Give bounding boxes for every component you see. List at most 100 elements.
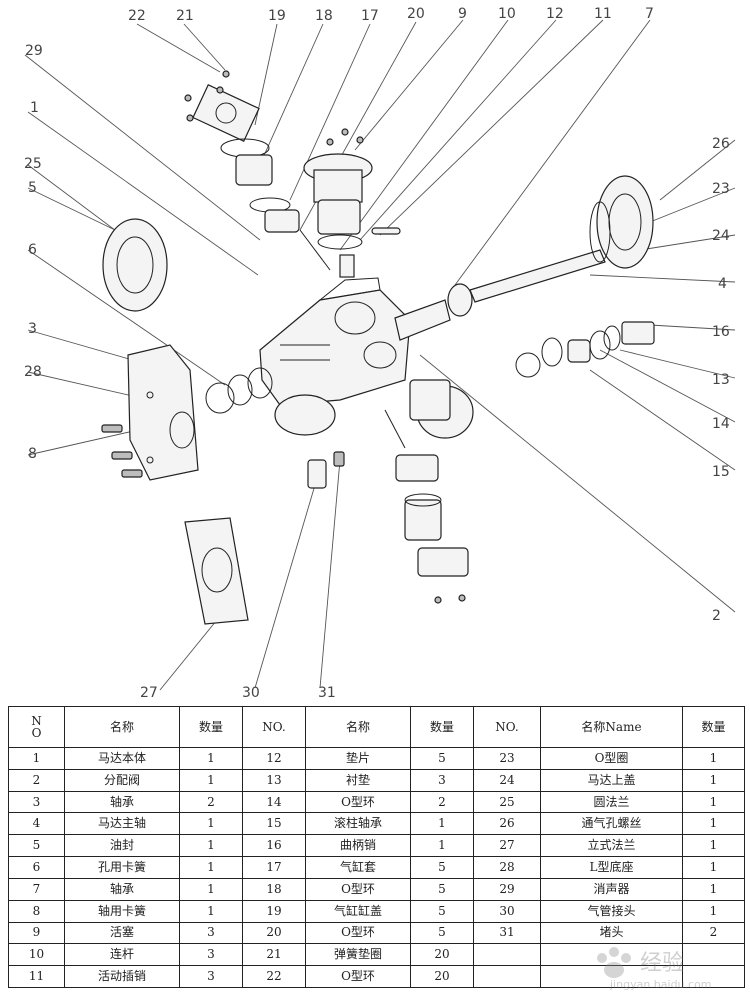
table-cell: 圆法兰 (540, 790, 683, 814)
table-cell: 2 (179, 790, 243, 814)
callout-26: 26 (712, 136, 730, 152)
watermark-logo: 经验 jingyan.baidu.com (597, 947, 712, 991)
header-no-1: N O (8, 706, 65, 748)
callout-30: 30 (242, 685, 260, 700)
callout-6: 6 (28, 242, 37, 258)
table-cell: O型环 (305, 921, 411, 945)
table-cell: 15 (242, 812, 306, 836)
table-cell: 分配阀 (64, 768, 180, 792)
table-cell: 1 (682, 747, 745, 770)
table-cell: 1 (682, 899, 745, 923)
table-cell: 3 (410, 768, 474, 792)
header-name-3: 名称Name (540, 706, 683, 748)
table-cell: 23 (473, 747, 541, 770)
table-cell: 轴用卡簧 (64, 899, 180, 923)
table-cell: 马达上盖 (540, 768, 683, 792)
table-cell: O型环 (305, 790, 411, 814)
table-cell: 3 (179, 921, 243, 945)
l-base (101, 344, 199, 481)
table-cell: 3 (179, 943, 243, 967)
table-cell: 5 (410, 877, 474, 901)
table-cell: 13 (242, 768, 306, 792)
table-cell: 14 (242, 790, 306, 814)
table-cell: 11 (8, 965, 65, 988)
table-cell: L型底座 (540, 856, 683, 879)
table-cell: 1 (682, 812, 745, 836)
left-flange-and-seals (102, 218, 273, 414)
table-cell: 3 (8, 790, 65, 814)
table-cell: 20 (242, 921, 306, 945)
header-qty-1: 数量 (179, 706, 243, 748)
table-cell: 油封 (64, 834, 180, 858)
table-cell: 24 (473, 768, 541, 792)
table-cell: 7 (8, 877, 65, 901)
header-qty-2: 数量 (410, 706, 474, 748)
callout-22: 22 (128, 8, 146, 24)
callout-8: 8 (28, 446, 37, 462)
table-cell: 2 (410, 790, 474, 814)
table-cell: 12 (242, 747, 306, 770)
table-cell: 气缸缸盖 (305, 899, 411, 923)
watermark-text: 经验 (640, 951, 684, 976)
main-shaft-assembly (394, 175, 654, 341)
table-cell: 8 (8, 899, 65, 923)
callout-24: 24 (712, 228, 730, 244)
table-cell: O型圈 (540, 747, 683, 770)
table-cell: 25 (473, 790, 541, 814)
callout-2: 2 (712, 608, 721, 624)
table-cell: 1 (410, 834, 474, 858)
table-cell: 31 (473, 921, 541, 945)
table-cell: 2 (8, 768, 65, 792)
callout-27: 27 (140, 685, 158, 700)
callout-labels: 22 21 19 18 17 20 9 10 12 11 7 29 1 25 5… (24, 6, 730, 700)
table-cell: 6 (8, 856, 65, 879)
table-cell: 19 (242, 899, 306, 923)
table-cell: 曲柄销 (305, 834, 411, 858)
table-cell: 26 (473, 812, 541, 836)
table-cell: 5 (410, 856, 474, 879)
header-name-1: 名称 (64, 706, 180, 748)
callout-28: 28 (24, 364, 42, 380)
table-cell: 消声器 (540, 877, 683, 901)
table-cell: 20 (410, 943, 474, 967)
crank-pin-bearing-set (515, 321, 655, 378)
table-cell: 1 (179, 877, 243, 901)
vertical-flange (184, 517, 249, 625)
table-cell: 1 (179, 768, 243, 792)
callout-21: 21 (176, 8, 194, 24)
callout-25: 25 (24, 156, 42, 172)
table-cell: 衬垫 (305, 768, 411, 792)
upper-right-cylinder-assembly (299, 128, 401, 278)
callout-14: 14 (712, 416, 730, 432)
table-cell: 28 (473, 856, 541, 879)
header-name-2: 名称 (305, 706, 411, 748)
callout-13: 13 (712, 372, 730, 388)
callout-18: 18 (315, 8, 333, 24)
table-cell: 22 (242, 965, 306, 988)
callout-17: 17 (361, 8, 379, 24)
exploded-view-drawing: 22 21 19 18 17 20 9 10 12 11 7 29 1 25 5… (24, 6, 736, 700)
table-cell: 1 (179, 747, 243, 770)
table-cell: 4 (8, 812, 65, 836)
table-cell: 1 (8, 747, 65, 770)
callout-11: 11 (594, 6, 612, 22)
callout-19: 19 (268, 8, 286, 24)
callout-4: 4 (718, 276, 727, 292)
table-cell: 1 (682, 834, 745, 858)
table-cell: 1 (682, 856, 745, 879)
table-cell: O型环 (305, 877, 411, 901)
table-cell: 气管接头 (540, 899, 683, 923)
table-cell: 5 (410, 921, 474, 945)
table-cell: 活动插销 (64, 965, 180, 988)
lower-right-cylinder-assembly (384, 379, 474, 604)
table-cell: 轴承 (64, 877, 180, 901)
callout-3: 3 (28, 321, 37, 337)
